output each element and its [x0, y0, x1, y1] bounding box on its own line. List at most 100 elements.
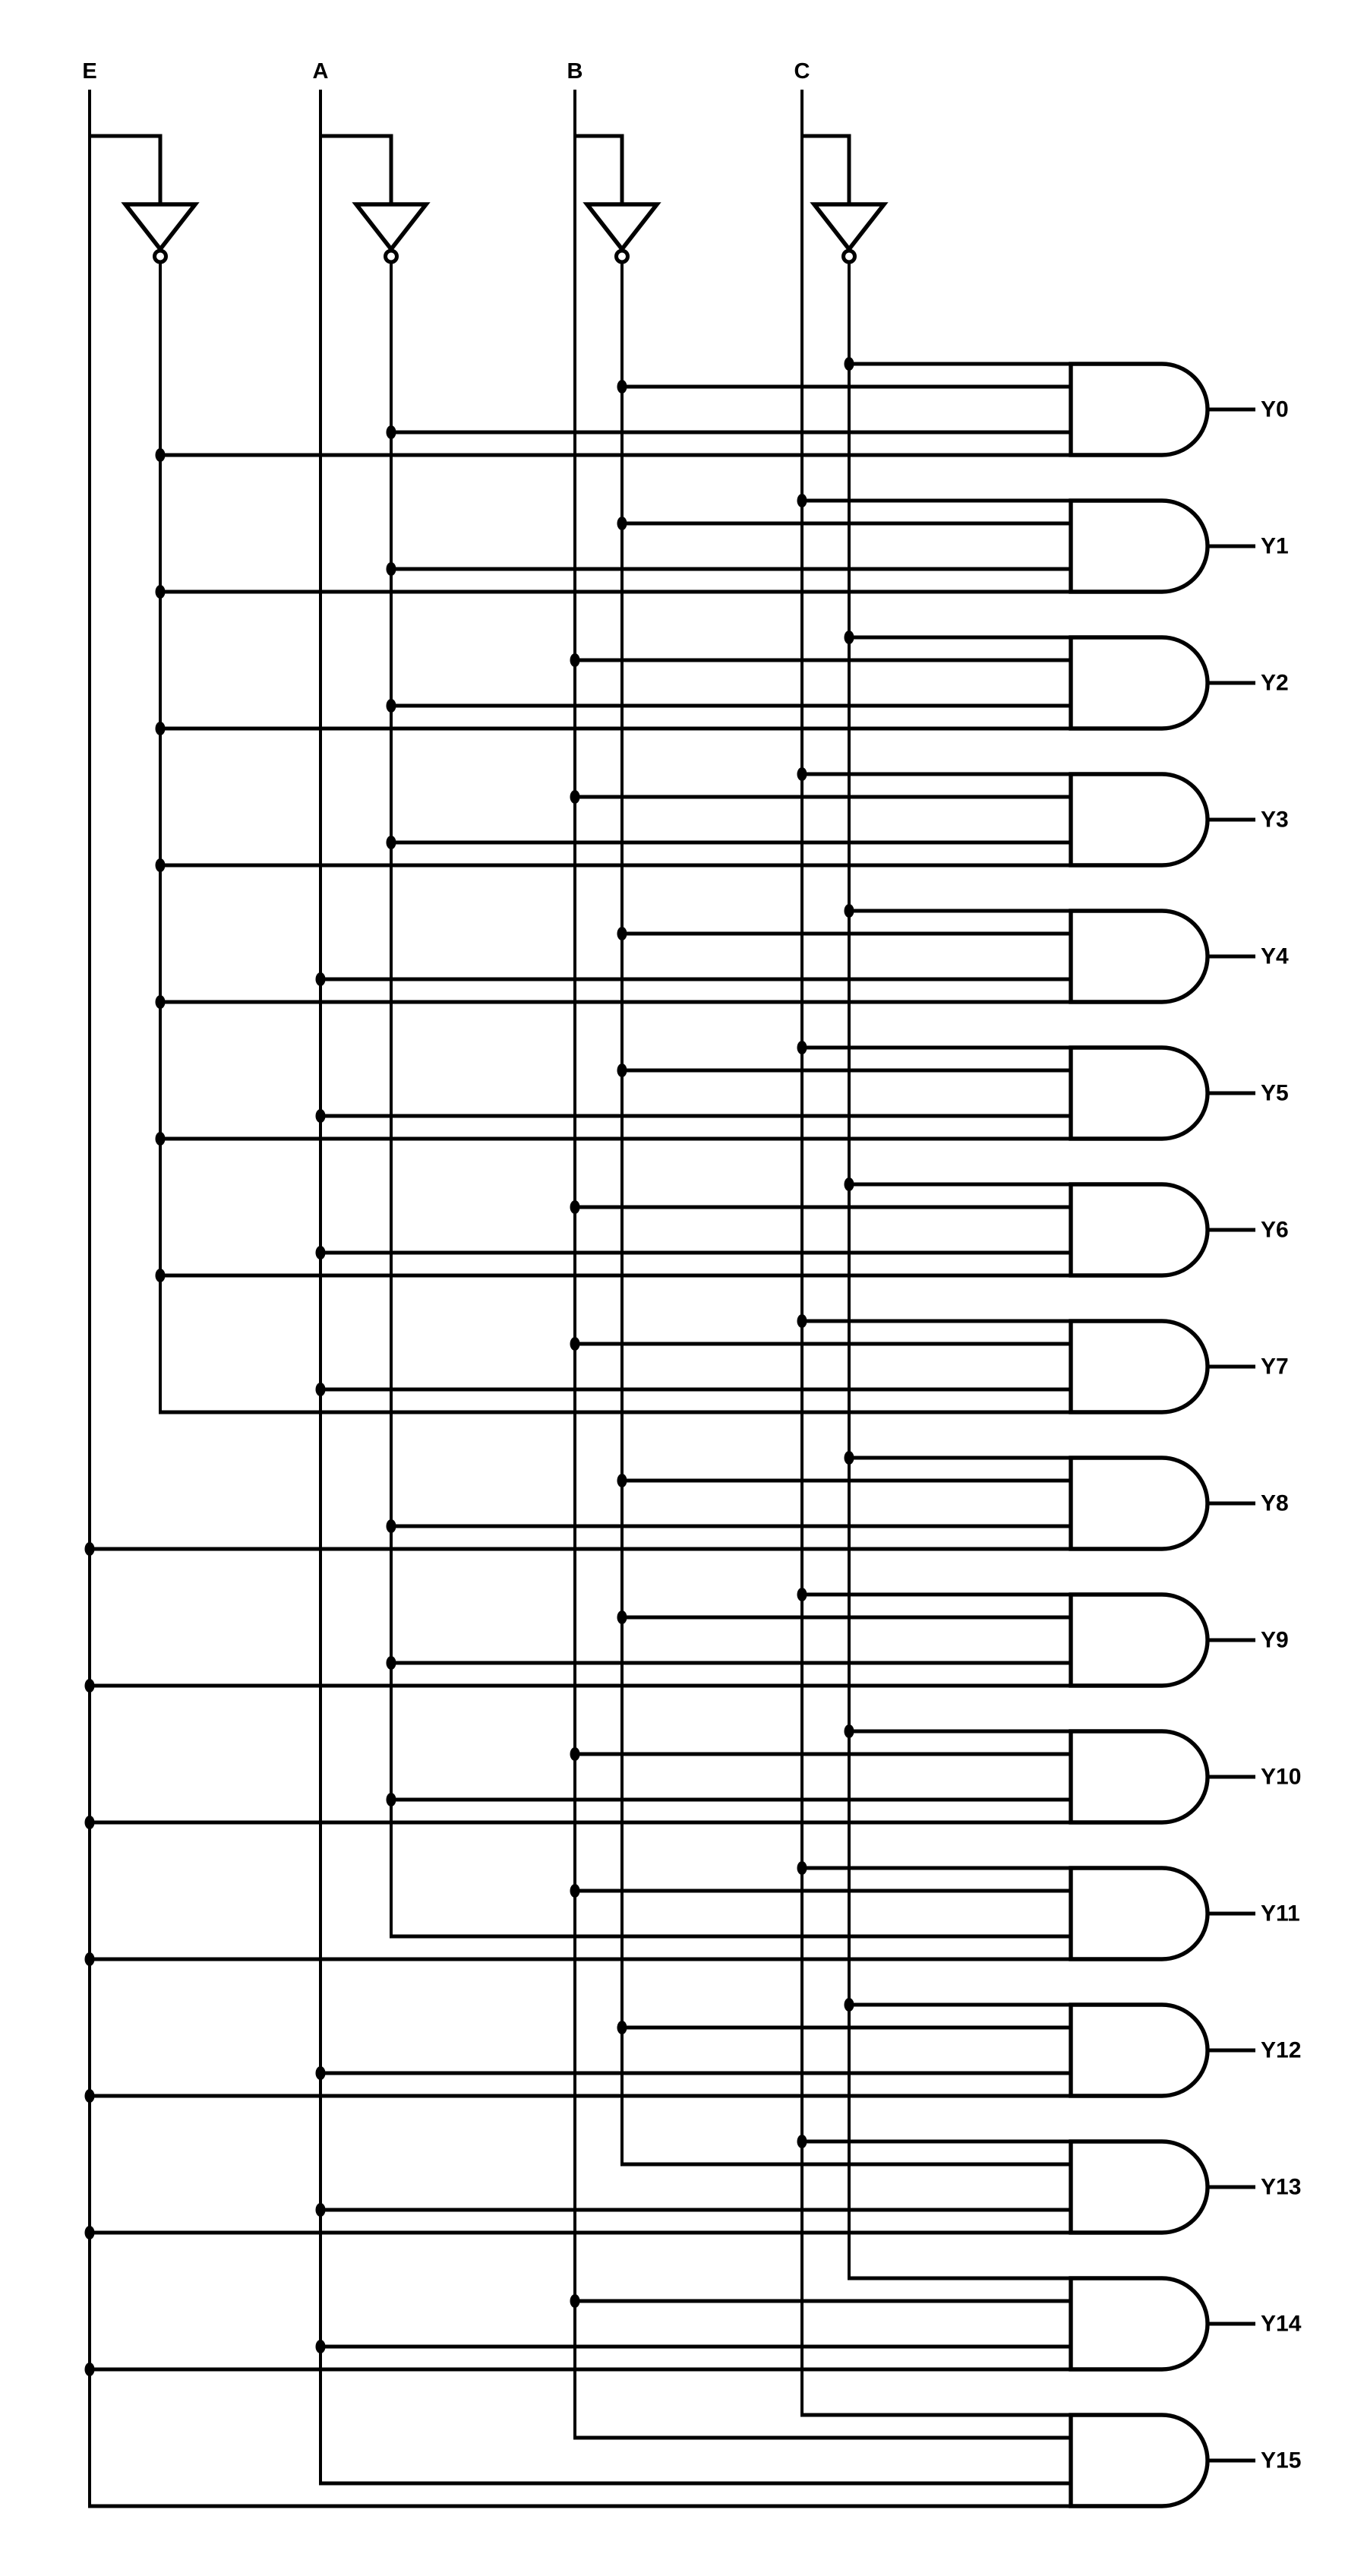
inverter-bubble-A — [384, 248, 399, 264]
output-label-Y15: Y15 — [1261, 2448, 1301, 2473]
junction-dot — [386, 562, 396, 576]
inverter-triangle-B — [583, 202, 661, 253]
junction-dot — [315, 972, 326, 986]
input-column-A: A — [313, 59, 431, 2486]
junction-dot — [570, 1884, 580, 1898]
junction-dot — [570, 790, 580, 804]
and-gate-body — [1069, 1866, 1210, 1961]
junction-dot — [617, 1610, 627, 1624]
junction-dot — [315, 2340, 326, 2353]
input-column-B: B — [567, 59, 661, 2440]
input-label-C: C — [794, 59, 810, 84]
output-label-Y0: Y0 — [1261, 397, 1289, 422]
and-gate-body — [1069, 498, 1210, 594]
junction-dot — [797, 1314, 807, 1328]
and-gate-Y4: Y4 — [159, 909, 1289, 1004]
and-gate-Y2: Y2 — [159, 635, 1289, 731]
junction-dot — [386, 1519, 396, 1533]
output-label-Y7: Y7 — [1261, 1354, 1289, 1380]
junction-dot — [797, 1588, 807, 1601]
and-gate-Y14: Y14 — [88, 2276, 1302, 2372]
output-label-Y8: Y8 — [1261, 1491, 1289, 1516]
junction-dot — [570, 1337, 580, 1351]
output-label-Y5: Y5 — [1261, 1081, 1289, 1106]
and-gate-body — [1069, 2002, 1210, 2098]
junction-dot — [155, 858, 166, 872]
inverter-triangle-E — [121, 202, 200, 253]
and-gate-Y5: Y5 — [159, 1045, 1289, 1141]
junction-dot — [844, 1998, 854, 2012]
inverter-bubble-E — [153, 248, 168, 264]
junction-dot — [386, 425, 396, 439]
and-gate-Y9: Y9 — [88, 1592, 1289, 1688]
junction-dot — [315, 2203, 326, 2217]
and-gate-Y11: Y11 — [88, 1866, 1300, 1961]
junction-dot — [617, 517, 627, 530]
inverter-triangle-A — [352, 202, 431, 253]
output-label-Y2: Y2 — [1261, 671, 1289, 696]
junction-dot — [386, 699, 396, 713]
junction-dot — [617, 927, 627, 940]
and-gate-Y7: Y7 — [159, 1319, 1289, 1414]
output-label-Y1: Y1 — [1261, 534, 1289, 559]
junction-dot — [617, 380, 627, 394]
junction-dot — [844, 1177, 854, 1191]
input-column-C: C — [794, 59, 889, 2417]
and-gate-body — [1069, 635, 1210, 731]
junction-dot — [386, 1656, 396, 1670]
junction-dot — [155, 1269, 166, 1282]
junction-dot — [844, 904, 854, 918]
output-label-Y14: Y14 — [1261, 2312, 1302, 2337]
junction-dot — [315, 2066, 326, 2080]
and-gate-Y6: Y6 — [159, 1182, 1289, 1278]
junction-dot — [844, 1724, 854, 1738]
output-label-Y11: Y11 — [1261, 1901, 1300, 1926]
and-gate-Y10: Y10 — [88, 1729, 1301, 1825]
junction-dot — [84, 1952, 95, 1966]
input-label-E: E — [82, 59, 96, 84]
junction-dot — [155, 585, 166, 599]
output-label-Y10: Y10 — [1261, 1765, 1301, 1790]
junction-dot — [617, 1474, 627, 1487]
junction-dot — [386, 1793, 396, 1806]
junction-dot — [84, 1679, 95, 1693]
inverter-triangle-C — [810, 202, 889, 253]
output-label-Y3: Y3 — [1261, 808, 1289, 833]
junction-dot — [315, 1109, 326, 1123]
junction-dot — [570, 1200, 580, 1214]
and-gate-body — [1069, 1729, 1210, 1825]
junction-dot — [84, 2089, 95, 2103]
and-gate-Y8: Y8 — [88, 1456, 1289, 1551]
output-label-Y4: Y4 — [1261, 944, 1289, 969]
output-label-Y13: Y13 — [1261, 2175, 1301, 2200]
and-gate-body — [1069, 772, 1210, 868]
and-gate-Y13: Y13 — [88, 2139, 1301, 2235]
input-label-A: A — [313, 59, 329, 84]
inverter-bubble-B — [614, 248, 630, 264]
junction-dot — [570, 2294, 580, 2308]
junction-dot — [315, 1246, 326, 1260]
junction-dot — [797, 1861, 807, 1875]
junction-dot — [797, 494, 807, 507]
junction-dot — [84, 1542, 95, 1556]
and-gate-body — [1069, 2413, 1210, 2508]
junction-dot — [844, 631, 854, 644]
and-gate-Y1: Y1 — [159, 498, 1289, 594]
input-column-E: E — [82, 59, 200, 2508]
input-label-B: B — [567, 59, 583, 84]
junction-dot — [797, 767, 807, 781]
and-gate-body — [1069, 909, 1210, 1004]
junction-dot — [386, 836, 396, 849]
junction-dot — [797, 2135, 807, 2148]
junction-dot — [315, 1383, 326, 1396]
junction-dot — [155, 722, 166, 735]
junction-dot — [84, 2363, 95, 2376]
and-gate-body — [1069, 1182, 1210, 1278]
junction-dot — [570, 653, 580, 667]
and-gate-Y15: Y15 — [88, 2413, 1301, 2508]
junction-dot — [155, 1132, 166, 1146]
and-gate-body — [1069, 1045, 1210, 1141]
and-gate-body — [1069, 1456, 1210, 1551]
